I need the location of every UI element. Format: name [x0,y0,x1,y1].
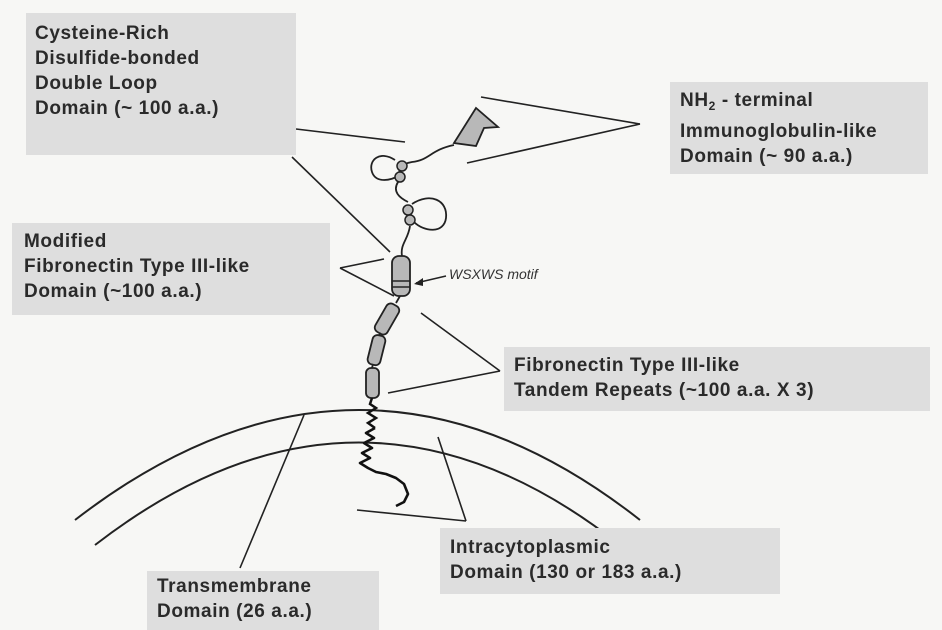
immuno-line-1: Immunoglobulin-like [680,121,878,142]
ig-domain-label: NH2 - terminal Immunoglobulin-like Domai… [670,82,928,174]
cysteine-line-3: Double Loop [35,73,158,94]
intracytoplasmic-label: Intracytoplasmic Domain (130 or 183 a.a.… [440,528,780,594]
cysteine-line-1: Cysteine-Rich [35,23,170,44]
nh2-prefix: NH [680,90,709,111]
fn3-repeat-1 [373,302,401,336]
tandem-line-1: Fibronectin Type III-like [514,355,740,376]
cysteine-bead-3 [402,204,414,216]
transmembrane-line-2: Domain (26 a.a.) [157,601,313,622]
disulfide-loop-1 [370,155,399,181]
cysteine-bead-2 [394,171,406,183]
fn3-repeat-2 [366,334,387,367]
immuno-line-2: Domain (~ 90 a.a.) [680,146,853,167]
tandem-repeats-label: Fibronectin Type III-like Tandem Repeats… [504,347,930,411]
transmembrane-segment [365,397,379,430]
modified-line-2: Fibronectin Type III-like [24,256,250,277]
cysteine-line-4: Domain (~ 100 a.a.) [35,98,220,119]
chain-segment-lower [400,225,411,257]
cysteine-line-2: Disulfide-bonded [35,48,200,69]
disulfide-loop-2 [411,197,447,231]
nh2-terminal-line: NH2 - terminal [680,88,920,119]
nh2-subscript: 2 [708,99,716,113]
chain-segment-mid [395,181,409,203]
transmembrane-label: Transmembrane Domain (26 a.a.) [147,571,379,630]
chain-link-1 [395,295,401,304]
intracellular-tail [358,426,410,508]
wsxws-arrowhead [414,278,423,286]
cysteine-bead-4 [404,214,416,226]
wsxws-motif-label: WSXWS motif [449,266,538,282]
modified-fn3-domain [391,255,411,297]
intracyto-line-1: Intracytoplasmic [450,537,611,558]
transmembrane-line-1: Transmembrane [157,576,312,597]
cysteine-rich-label: Cysteine-Rich Disulfide-bonded Double Lo… [26,13,296,155]
ig-domain-shape [452,106,501,147]
nh2-rest: - terminal [715,90,814,111]
modified-line-3: Domain (~100 a.a.) [24,281,203,302]
membrane-outer-arc [74,409,641,521]
chain-segment-top [398,144,455,177]
tandem-line-2: Tandem Repeats (~100 a.a. X 3) [514,380,815,401]
cysteine-bead-1 [396,160,408,172]
intracyto-line-2: Domain (130 or 183 a.a.) [450,562,682,583]
modified-fn3-label: Modified Fibronectin Type III-like Domai… [12,223,330,315]
fn3-repeat-3 [365,367,380,399]
leader-lines [239,96,641,569]
modified-line-1: Modified [24,231,107,252]
membrane-inner-arc [94,441,621,546]
